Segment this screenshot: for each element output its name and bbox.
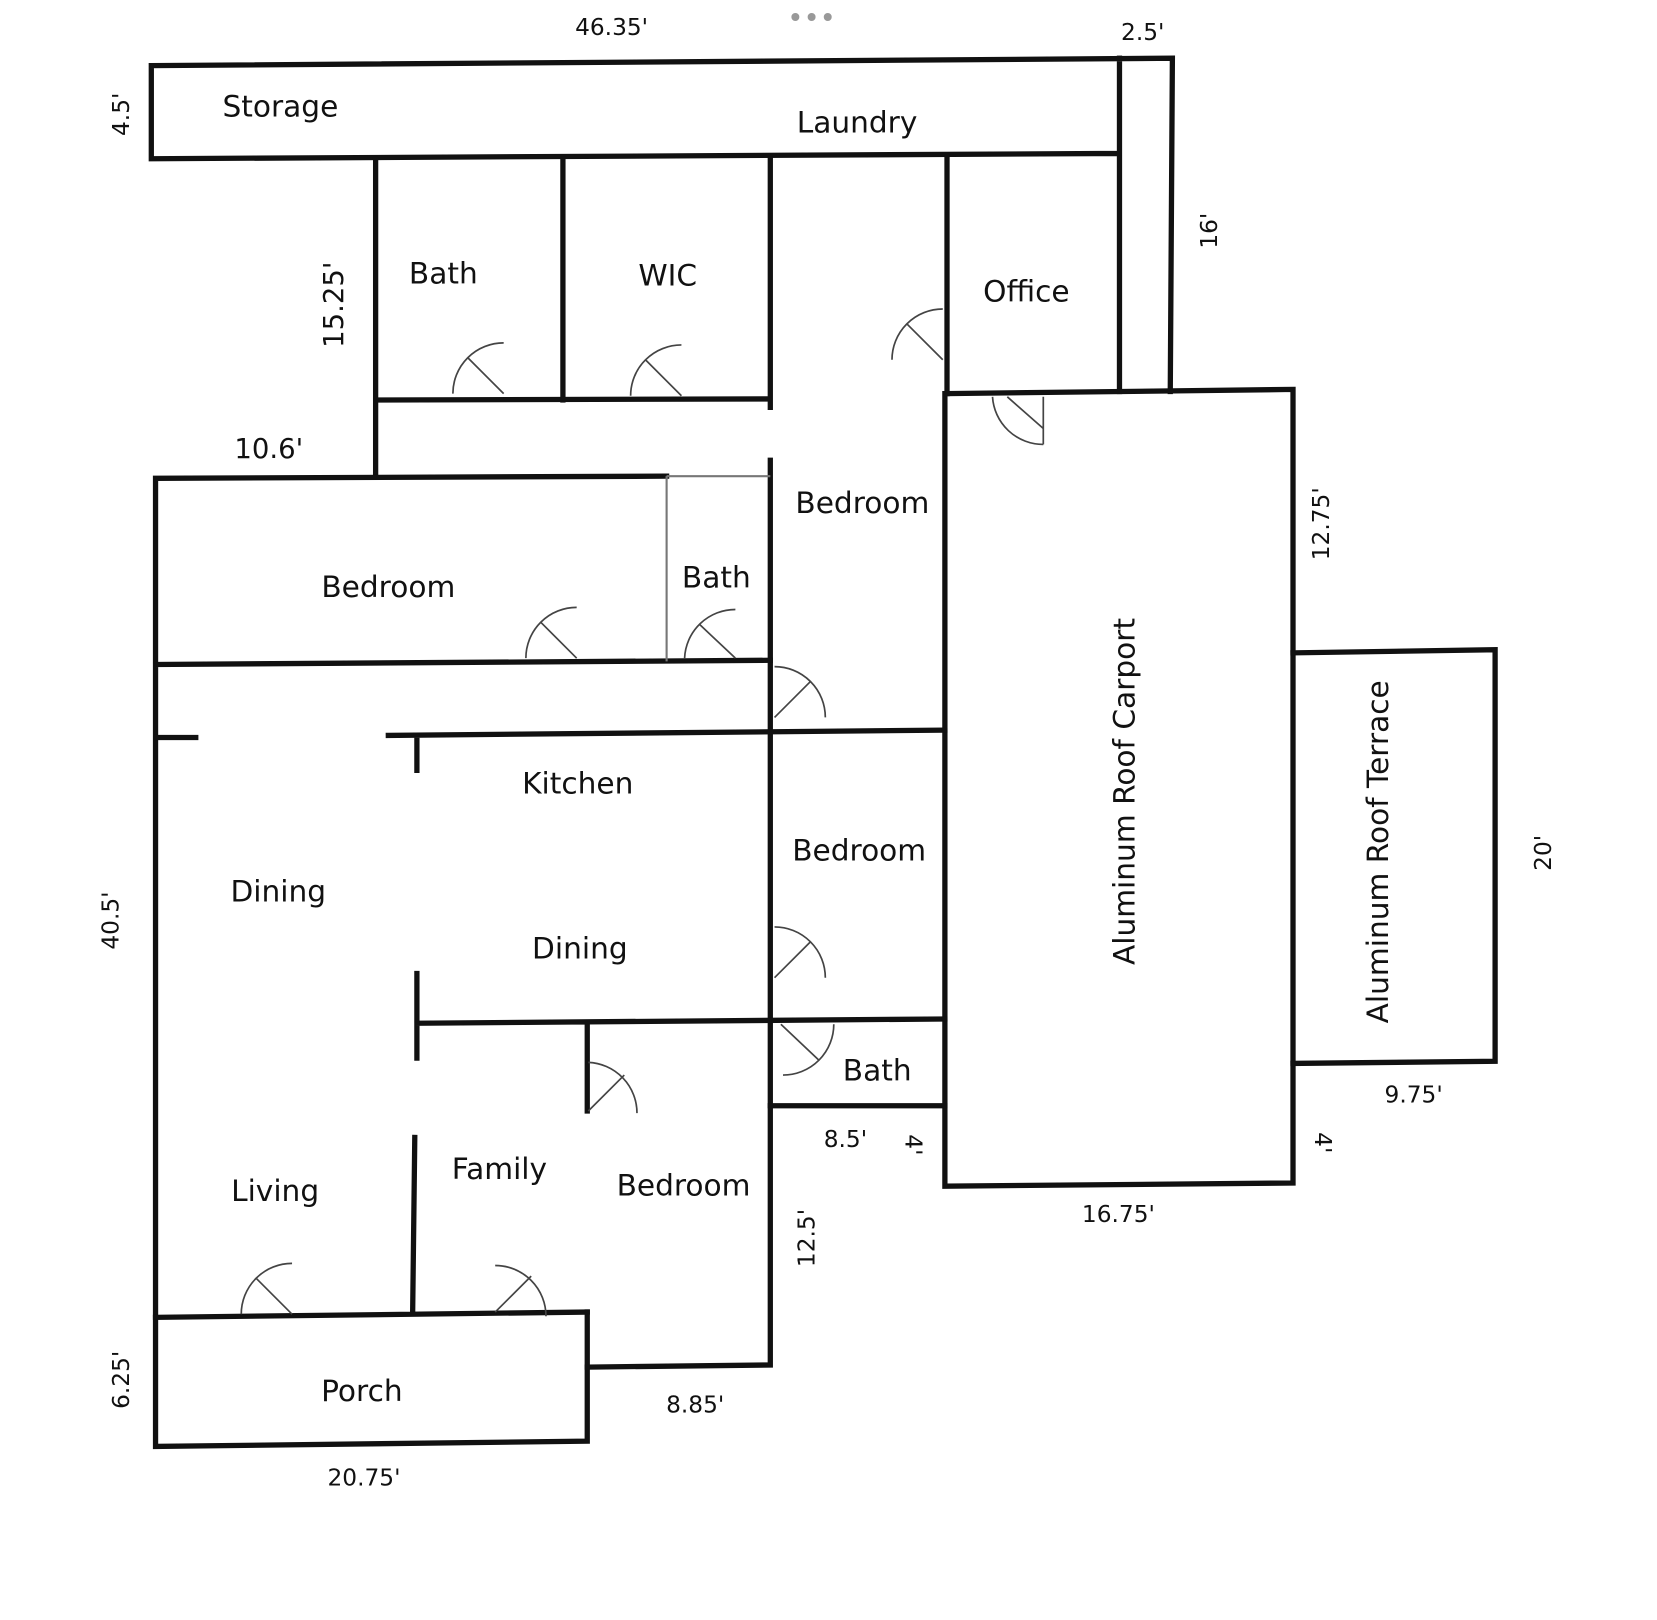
dim-carport-width: 16.75' [1082,1201,1155,1228]
room-storage: Storage [222,89,338,123]
dimension-labels: 46.35' 2.5' 4.5' 16' 15.25' 10.6' 12.75'… [98,14,1558,1492]
room-porch: Porch [321,1374,402,1408]
room-kitchen: Kitchen [522,767,633,801]
dim-carport-offset: 12.75' [1308,487,1335,560]
room-bath: Bath [409,257,478,291]
room-bath: Bath [682,560,751,594]
more-horizontal-icon[interactable]: ••• [787,3,836,35]
dim-top-width: 46.35' [575,14,648,41]
room-family: Family [452,1152,547,1186]
room-terrace: Aluminum Roof Terrace [1361,680,1395,1023]
room-living: Living [231,1174,319,1208]
room-bedroom: Bedroom [321,570,455,604]
room-office: Office [983,275,1069,309]
dim-bath-wing-depth: 15.25' [318,262,350,348]
room-bedroom: Bedroom [792,833,926,867]
room-wic: WIC [638,259,697,293]
dim-bedroom-length: 12.5' [794,1209,821,1267]
dim-bath-width: 8.5' [824,1126,867,1153]
dim-side-strip-width: 2.5' [1121,19,1164,46]
door-swings [240,308,1045,1317]
room-dining: Dining [230,875,326,909]
room-dining: Dining [532,932,628,966]
dim-terrace-length: 20' [1530,835,1557,871]
walls [148,55,1498,1450]
dim-porch-depth: 6.25' [108,1351,135,1409]
room-bedroom: Bedroom [795,486,929,520]
dim-left-length: 40.5' [98,891,125,949]
dim-step-left: 4' [900,1134,927,1155]
dim-step-right: 4' [1309,1132,1336,1153]
dim-bedroom-width: 8.85' [666,1392,724,1419]
room-laundry: Laundry [797,105,918,139]
dim-side-strip-length: 16' [1196,213,1223,249]
dim-offset: 10.6' [234,433,303,465]
room-bedroom: Bedroom [617,1169,751,1203]
room-carport: Aluminum Roof Carport [1107,618,1141,965]
dim-terrace-width: 9.75' [1385,1082,1443,1109]
room-bath: Bath [843,1053,912,1087]
dim-porch-width: 20.75' [327,1465,400,1492]
room-labels: Storage Laundry Bath WIC Office Bedroom … [222,89,1395,1408]
dim-storage-depth: 4.5' [108,93,135,136]
